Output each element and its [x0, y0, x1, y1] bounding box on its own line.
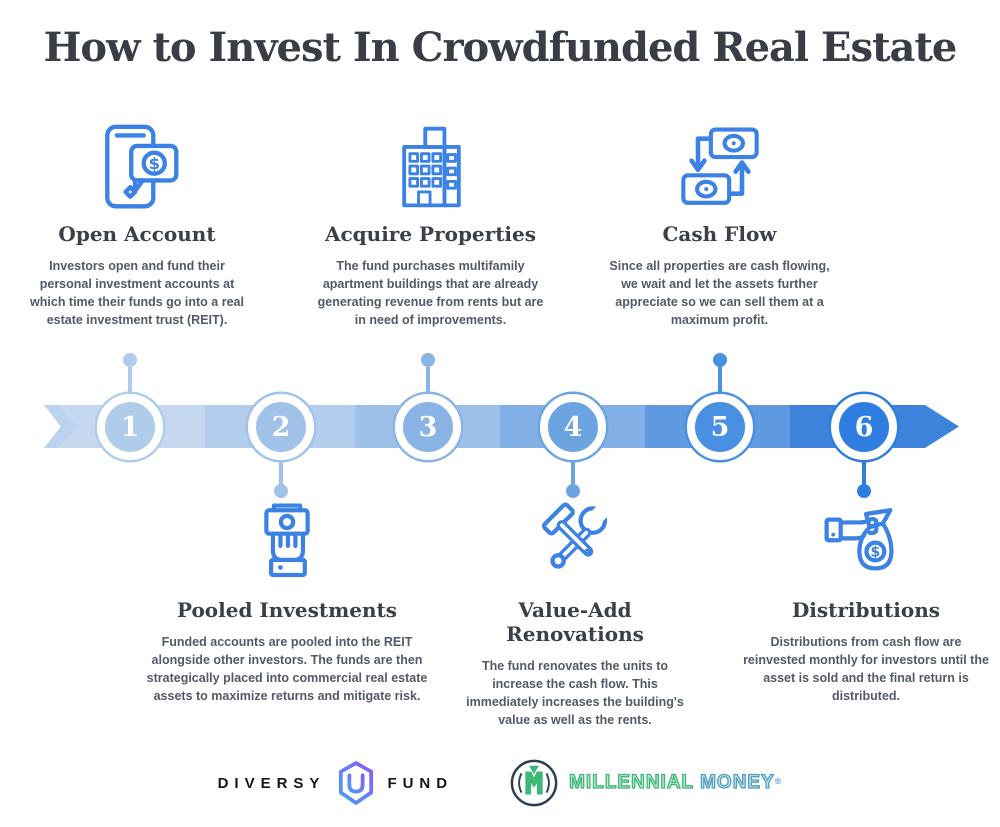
marker-number: 6	[854, 411, 874, 443]
step-description: The fund purchases multifamily apartment…	[317, 259, 544, 327]
step-description: Distributions from cash flow are reinves…	[743, 635, 989, 703]
step-distributions: $ Distributions Distributions from cash …	[736, 498, 996, 705]
connector-line	[426, 367, 430, 395]
connector-dot	[857, 484, 871, 498]
fist-money-icon	[142, 498, 432, 590]
step-pooled-investments: Pooled Investments Funded accounts are p…	[142, 498, 432, 705]
connector-dot	[713, 353, 727, 367]
millennial-wordmark: MILLENNIAL	[568, 771, 694, 793]
money-wordmark: MONEY	[699, 771, 775, 793]
diversyfund-mark-icon	[337, 760, 375, 806]
step-heading: Acquire Properties	[324, 222, 537, 246]
hammer-wrench-icon	[450, 498, 700, 590]
marker-number: 4	[563, 411, 583, 443]
step-heading: Cash Flow	[662, 222, 777, 246]
connector-line	[128, 367, 132, 395]
millennial-money-m-icon	[509, 758, 559, 808]
hand-moneybag-icon: $	[736, 498, 996, 590]
marker-number: 2	[271, 411, 291, 443]
phone-dollar-icon: $	[17, 122, 257, 214]
connector-line	[279, 458, 283, 486]
timeline-marker-4: 4	[540, 394, 606, 460]
connector-line	[862, 458, 866, 486]
timeline-arrowhead-icon	[925, 405, 959, 448]
apartment-building-icon	[303, 122, 558, 214]
svg-text:$: $	[870, 545, 880, 561]
step-description: Investors open and fund their personal i…	[30, 259, 244, 327]
marker-number: 1	[120, 411, 140, 443]
step-heading: Open Account	[58, 222, 216, 246]
millennial-money-logo: MILLENNIAL MONEY®	[509, 758, 782, 808]
connector-line	[718, 367, 722, 395]
step-acquire-properties: Acquire Properties The fund purchases mu…	[303, 122, 558, 329]
timeline-marker-1: 1	[97, 394, 163, 460]
registered-mark: ®	[774, 776, 783, 786]
connector-dot	[274, 484, 288, 498]
diversyfund-wordmark-left: DIVERSY	[217, 774, 326, 792]
step-open-account: $ Open Account Investors open and fund t…	[17, 122, 257, 329]
footer-logos: DIVERSY FUND	[0, 758, 1000, 808]
step-heading: Distributions	[791, 598, 941, 622]
step-heading: Pooled Investments	[176, 598, 398, 622]
step-heading: Value-Add Renovations	[506, 598, 644, 646]
step-description: The fund renovates the units to increase…	[466, 659, 684, 727]
timeline-marker-5: 5	[687, 394, 753, 460]
timeline-band	[58, 405, 925, 448]
connector-dot	[566, 484, 580, 498]
step-value-add-renovations: Value-Add Renovations The fund renovates…	[450, 498, 700, 729]
page-title: How to Invest In Crowdfunded Real Estate	[43, 24, 958, 71]
step-description: Since all properties are cash flowing, w…	[609, 259, 830, 327]
step-description: Funded accounts are pooled into the REIT…	[146, 635, 428, 703]
connector-dot	[421, 353, 435, 367]
connector-dot	[123, 353, 137, 367]
diversyfund-logo: DIVERSY FUND	[218, 760, 454, 806]
marker-number: 5	[710, 411, 730, 443]
cash-cycle-icon	[597, 122, 842, 214]
diversyfund-wordmark-right: FUND	[387, 774, 454, 792]
timeline-marker-2: 2	[248, 394, 314, 460]
marker-number: 3	[418, 411, 438, 443]
connector-line	[571, 458, 575, 486]
timeline-marker-3: 3	[395, 394, 461, 460]
svg-text:$: $	[149, 154, 160, 173]
step-cash-flow: Cash Flow Since all properties are cash …	[597, 122, 842, 329]
timeline-marker-6: 6	[831, 394, 897, 460]
